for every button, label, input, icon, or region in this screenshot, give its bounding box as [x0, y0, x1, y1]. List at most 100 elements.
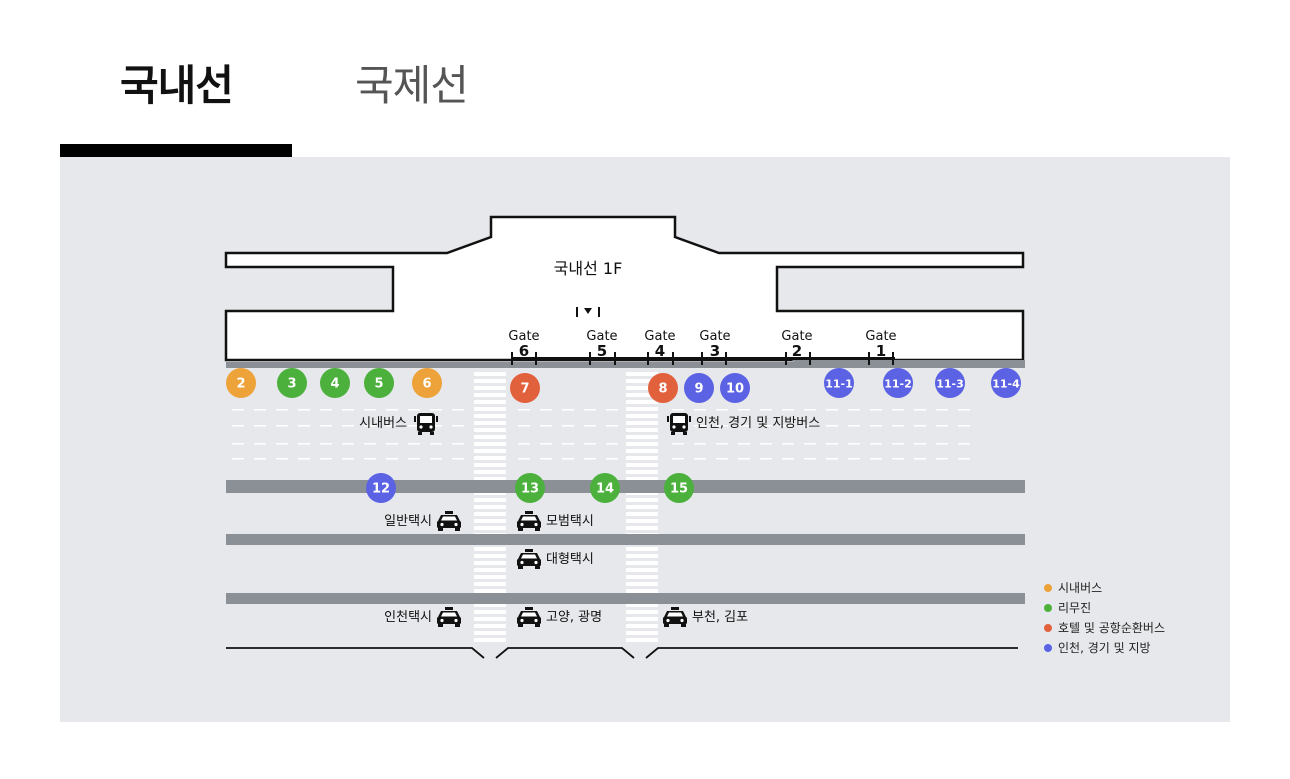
lane-dash: [386, 425, 398, 427]
stop-marker[interactable]: [590, 473, 620, 503]
crosswalk-stripe: [626, 554, 658, 558]
stop-11-3[interactable]: 11-3: [935, 368, 965, 398]
stop-number: 12: [372, 482, 390, 497]
city-bus-label: 시내버스: [359, 416, 407, 431]
lane-dash: [804, 409, 816, 411]
crosswalk-stripe: [474, 519, 506, 523]
crosswalk-stripe: [474, 421, 506, 425]
crosswalk-stripe: [626, 610, 658, 614]
taxi-icon: [517, 549, 541, 569]
stop-10[interactable]: 10: [720, 373, 750, 403]
stop-8[interactable]: 8: [648, 373, 678, 403]
road-divider-1: [226, 480, 1025, 493]
stop-marker[interactable]: [366, 473, 396, 503]
stop-number: 9: [694, 382, 703, 397]
lane-dash: [870, 409, 882, 411]
stop-2[interactable]: 2: [226, 368, 256, 398]
lane-dash: [606, 443, 618, 445]
crosswalk-stripe: [474, 372, 506, 376]
curb-road: [226, 362, 1025, 368]
crosswalk-stripe: [626, 505, 658, 509]
stop-7[interactable]: 7: [510, 373, 540, 403]
stop-marker[interactable]: [320, 368, 350, 398]
lane-dash: [738, 458, 750, 460]
crosswalk-stripe: [626, 470, 658, 474]
lane-dash: [892, 458, 904, 460]
lane-dash: [804, 458, 816, 460]
stop-11-4[interactable]: 11-4: [991, 368, 1021, 398]
gate-number: 4: [655, 342, 665, 360]
stop-6[interactable]: 6: [412, 368, 442, 398]
crosswalk-stripe: [474, 407, 506, 411]
stop-marker[interactable]: [720, 373, 750, 403]
stop-marker[interactable]: [364, 368, 394, 398]
stop-marker[interactable]: [991, 368, 1021, 398]
gate-word: Gate: [644, 329, 675, 344]
crosswalk-stripe: [474, 610, 506, 614]
stop-marker[interactable]: [648, 373, 678, 403]
stop-number: 8: [658, 382, 667, 397]
stop-3[interactable]: 3: [277, 368, 307, 398]
crosswalk-stripe: [626, 477, 658, 481]
lane-dash: [936, 443, 948, 445]
lane-dash: [738, 443, 750, 445]
lane-dash: [562, 409, 574, 411]
lane-dash: [232, 443, 244, 445]
lane-dash: [276, 425, 288, 427]
tab-international[interactable]: 국제선: [355, 61, 469, 110]
incheon-taxi-label: 인천택시: [384, 610, 432, 625]
lane-dash: [298, 458, 310, 460]
lane-dash: [958, 458, 970, 460]
lane-dash: [716, 409, 728, 411]
stop-marker[interactable]: [277, 368, 307, 398]
stop-5[interactable]: 5: [364, 368, 394, 398]
stop-marker[interactable]: [684, 373, 714, 403]
stop-9[interactable]: 9: [684, 373, 714, 403]
stop-14[interactable]: 14: [590, 473, 620, 503]
crosswalk-stripe: [474, 631, 506, 635]
stop-11-2[interactable]: 11-2: [883, 368, 913, 398]
stop-marker[interactable]: [510, 373, 540, 403]
stop-marker[interactable]: [412, 368, 442, 398]
stop-marker[interactable]: [515, 473, 545, 503]
crosswalk-stripe: [626, 617, 658, 621]
stop-marker[interactable]: [824, 368, 854, 398]
stop-number: 11-4: [992, 378, 1020, 391]
legend-item: 호텔 및 공항순환버스: [1044, 618, 1165, 638]
lane-dash: [562, 425, 574, 427]
lane-dash: [870, 458, 882, 460]
lane-dash: [562, 458, 574, 460]
tab-domestic[interactable]: 국내선: [120, 61, 234, 110]
stop-13[interactable]: 13: [515, 473, 545, 503]
lane-dash: [452, 409, 464, 411]
stop-11-1[interactable]: 11-1: [824, 368, 854, 398]
stop-marker[interactable]: [226, 368, 256, 398]
legend-item: 시내버스: [1044, 578, 1165, 598]
stop-marker[interactable]: [883, 368, 913, 398]
taxi-icon: [437, 511, 461, 531]
crosswalk-stripe: [626, 372, 658, 376]
crosswalk-stripe: [474, 463, 506, 467]
crosswalk-stripe: [474, 386, 506, 390]
crosswalk-stripe: [474, 638, 506, 642]
crosswalk-stripe: [474, 498, 506, 502]
stop-15[interactable]: 15: [664, 473, 694, 503]
stop-12[interactable]: 12: [366, 473, 396, 503]
lane-dash: [254, 409, 266, 411]
lane-dash: [408, 443, 420, 445]
stop-number: 4: [330, 377, 339, 392]
stop-4[interactable]: 4: [320, 368, 350, 398]
legend-label: 호텔 및 공항순환버스: [1058, 621, 1165, 635]
lane-dash: [364, 409, 376, 411]
crosswalk-stripe: [474, 568, 506, 572]
stop-marker[interactable]: [664, 473, 694, 503]
stop-number: 5: [374, 377, 383, 392]
lane-dash: [320, 409, 332, 411]
lane-dash: [518, 425, 530, 427]
lane-dash: [782, 425, 794, 427]
lane-dash: [694, 458, 706, 460]
crosswalk-stripe: [626, 512, 658, 516]
lane-dash: [892, 443, 904, 445]
stop-marker[interactable]: [935, 368, 965, 398]
lane-dash: [826, 425, 838, 427]
